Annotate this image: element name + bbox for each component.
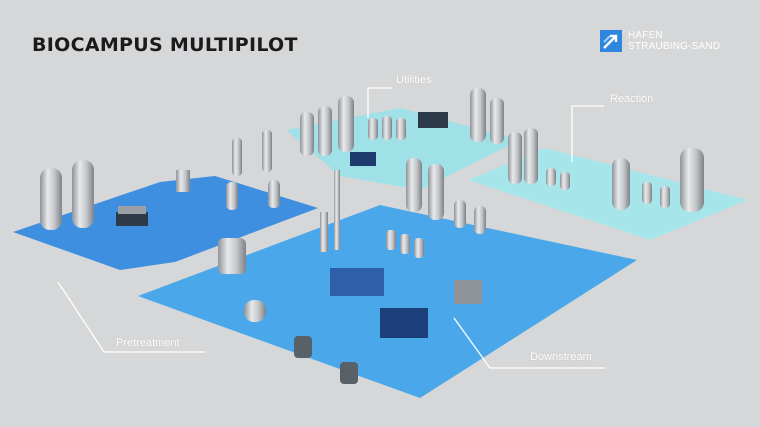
area-label-downstream: Downstream (530, 351, 592, 363)
pretreatment-tanks (40, 160, 190, 230)
utilities-leader (367, 87, 392, 118)
area-label-pretreatment: Pretreatment (116, 337, 180, 349)
logo-line-1: HAFEN (628, 30, 663, 41)
pretreatment-floor (13, 176, 318, 270)
downstream-leader (453, 317, 605, 369)
hafen-logo: HAFEN STRAUBING-SAND (600, 30, 720, 52)
utilities-tanks (300, 88, 504, 166)
reaction-leader (571, 105, 604, 162)
downstream-floor (138, 205, 637, 398)
logo-arrow-icon (600, 30, 622, 52)
reaction-tanks (508, 128, 704, 212)
page-title: BIOCAMPUS MULTIPILOT (32, 34, 298, 56)
downstream-tanks (244, 158, 486, 384)
area-label-reaction: Reaction (610, 93, 654, 105)
logo-line-2: STRAUBING-SAND (628, 41, 721, 52)
process-column (218, 130, 340, 274)
area-label-utilities: Utilities (396, 74, 432, 86)
pretreatment-leader (57, 281, 205, 353)
leader-lines (57, 87, 605, 369)
